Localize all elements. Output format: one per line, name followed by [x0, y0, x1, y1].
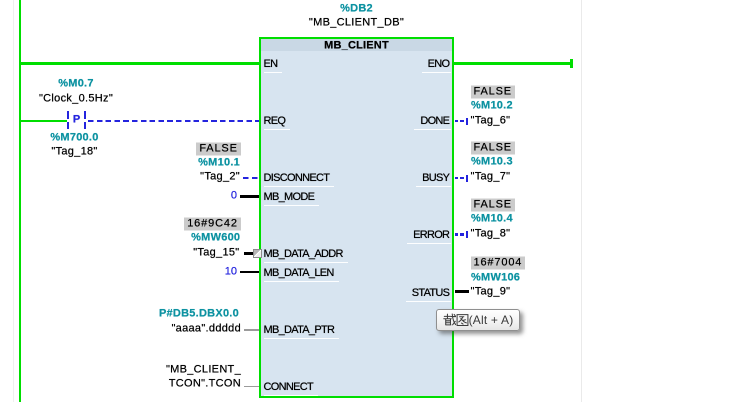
mb-data-addr-wire	[243, 252, 253, 255]
mb-data-ptr-name[interactable]: "aaaa".ddddd	[171, 322, 241, 334]
error-name[interactable]: "Tag_8"	[470, 227, 511, 239]
error-wire-dash2	[460, 233, 464, 236]
contact-right-bar-bottom	[83, 122, 86, 129]
param-connect[interactable]: CONNECT	[263, 380, 318, 396]
contact-operand-name[interactable]: "Tag_18"	[51, 145, 98, 157]
param-mb-data-addr[interactable]: MB_DATA_ADDR	[263, 247, 348, 263]
status-name[interactable]: "Tag_9"	[470, 285, 511, 297]
param-eno[interactable]: ENO	[421, 57, 451, 73]
connect-name-line2[interactable]: TCON".TCON	[168, 377, 241, 390]
db-instance-address[interactable]: %DB2	[340, 2, 373, 14]
disconnect-monitor-value[interactable]: FALSE	[196, 142, 241, 156]
done-wire-tick	[465, 117, 469, 125]
modified-operand-marker	[252, 249, 262, 259]
contact-address[interactable]: %M0.7	[58, 77, 94, 90]
contact-operand-address[interactable]: %M700.0	[50, 131, 99, 143]
done-monitor-value[interactable]: FALSE	[470, 85, 515, 98]
busy-monitor-value[interactable]: FALSE	[470, 141, 515, 154]
busy-wire-dash2	[460, 176, 464, 180]
mb-data-addr-name[interactable]: "Tag_15"	[193, 246, 240, 258]
block-header-band	[261, 39, 452, 51]
done-name[interactable]: "Tag_6"	[470, 114, 511, 126]
done-wire-dash1	[454, 119, 459, 123]
req-wire	[87, 119, 259, 123]
done-address[interactable]: %M10.2	[471, 99, 513, 112]
mb-mode-wire	[240, 195, 259, 198]
contact-symbol: P	[72, 113, 81, 126]
mb-data-ptr-wire	[243, 329, 259, 331]
param-mb-data-ptr[interactable]: MB_DATA_PTR	[263, 323, 340, 339]
param-en[interactable]: EN	[263, 57, 283, 73]
mb-data-addr-address[interactable]: %MW600	[191, 231, 241, 244]
param-mb-mode[interactable]: MB_MODE	[263, 190, 320, 206]
eno-wire	[453, 62, 571, 65]
param-disconnect[interactable]: DISCONNECT	[263, 171, 335, 187]
mb-client-block[interactable]	[259, 37, 454, 398]
grid-guide-right	[581, 0, 583, 402]
status-monitor-value[interactable]: 16#7004	[470, 256, 526, 270]
power-rail	[18, 0, 22, 402]
status-wire	[454, 290, 469, 293]
param-done[interactable]: DONE	[414, 114, 451, 130]
param-req[interactable]: REQ	[263, 114, 291, 130]
disconnect-wire	[242, 176, 259, 180]
eno-wire-end-tick	[570, 59, 573, 68]
param-busy[interactable]: BUSY	[416, 171, 451, 187]
error-address[interactable]: %M10.4	[471, 212, 513, 224]
en-wire	[20, 62, 259, 65]
busy-name[interactable]: "Tag_7"	[470, 170, 511, 182]
busy-address[interactable]: %M10.3	[471, 155, 513, 167]
contact-stub-wire	[20, 119, 67, 123]
done-wire-dash2	[460, 119, 464, 123]
contact-name[interactable]: "Clock_0.5Hz"	[38, 92, 114, 104]
contact-left-bar-bottom	[66, 122, 69, 129]
connect-name-line1[interactable]: "MB_CLIENT_	[165, 363, 241, 376]
tooltip-text: (Alt + A)	[468, 312, 514, 327]
block-title: MB_CLIENT	[324, 39, 389, 51]
grid-guide-left	[13, 0, 15, 402]
screenshot-tooltip: (Alt + A)	[436, 309, 520, 331]
mb-data-len-wire	[240, 271, 259, 274]
mb-data-len-value[interactable]: 10	[224, 265, 237, 277]
contact-right-bar-top	[83, 111, 86, 119]
error-wire-tick	[465, 231, 469, 239]
error-monitor-value[interactable]: FALSE	[470, 198, 515, 211]
param-error[interactable]: ERROR	[407, 228, 451, 244]
connect-wire	[243, 385, 259, 388]
disconnect-name[interactable]: "Tag_2"	[200, 170, 240, 183]
hanzi-tu-icon	[456, 314, 469, 327]
mb-mode-value[interactable]: 0	[230, 189, 237, 202]
contact-left-bar-top	[66, 111, 69, 119]
error-wire-dash1	[454, 233, 459, 236]
param-status[interactable]: STATUS	[405, 286, 451, 302]
disconnect-address[interactable]: %M10.1	[198, 156, 240, 169]
busy-wire-dash1	[454, 176, 459, 180]
param-mb-data-len[interactable]: MB_DATA_LEN	[263, 266, 339, 282]
hanzi-jie-icon	[442, 313, 456, 326]
mb-data-ptr-address[interactable]: P#DB5.DBX0.0	[158, 307, 239, 320]
status-address[interactable]: %MW106	[471, 271, 521, 283]
db-instance-name[interactable]: "MB_CLIENT_DB"	[308, 16, 405, 28]
busy-wire-tick	[465, 174, 469, 182]
mb-data-addr-monitor-value[interactable]: 16#9C42	[184, 217, 241, 230]
